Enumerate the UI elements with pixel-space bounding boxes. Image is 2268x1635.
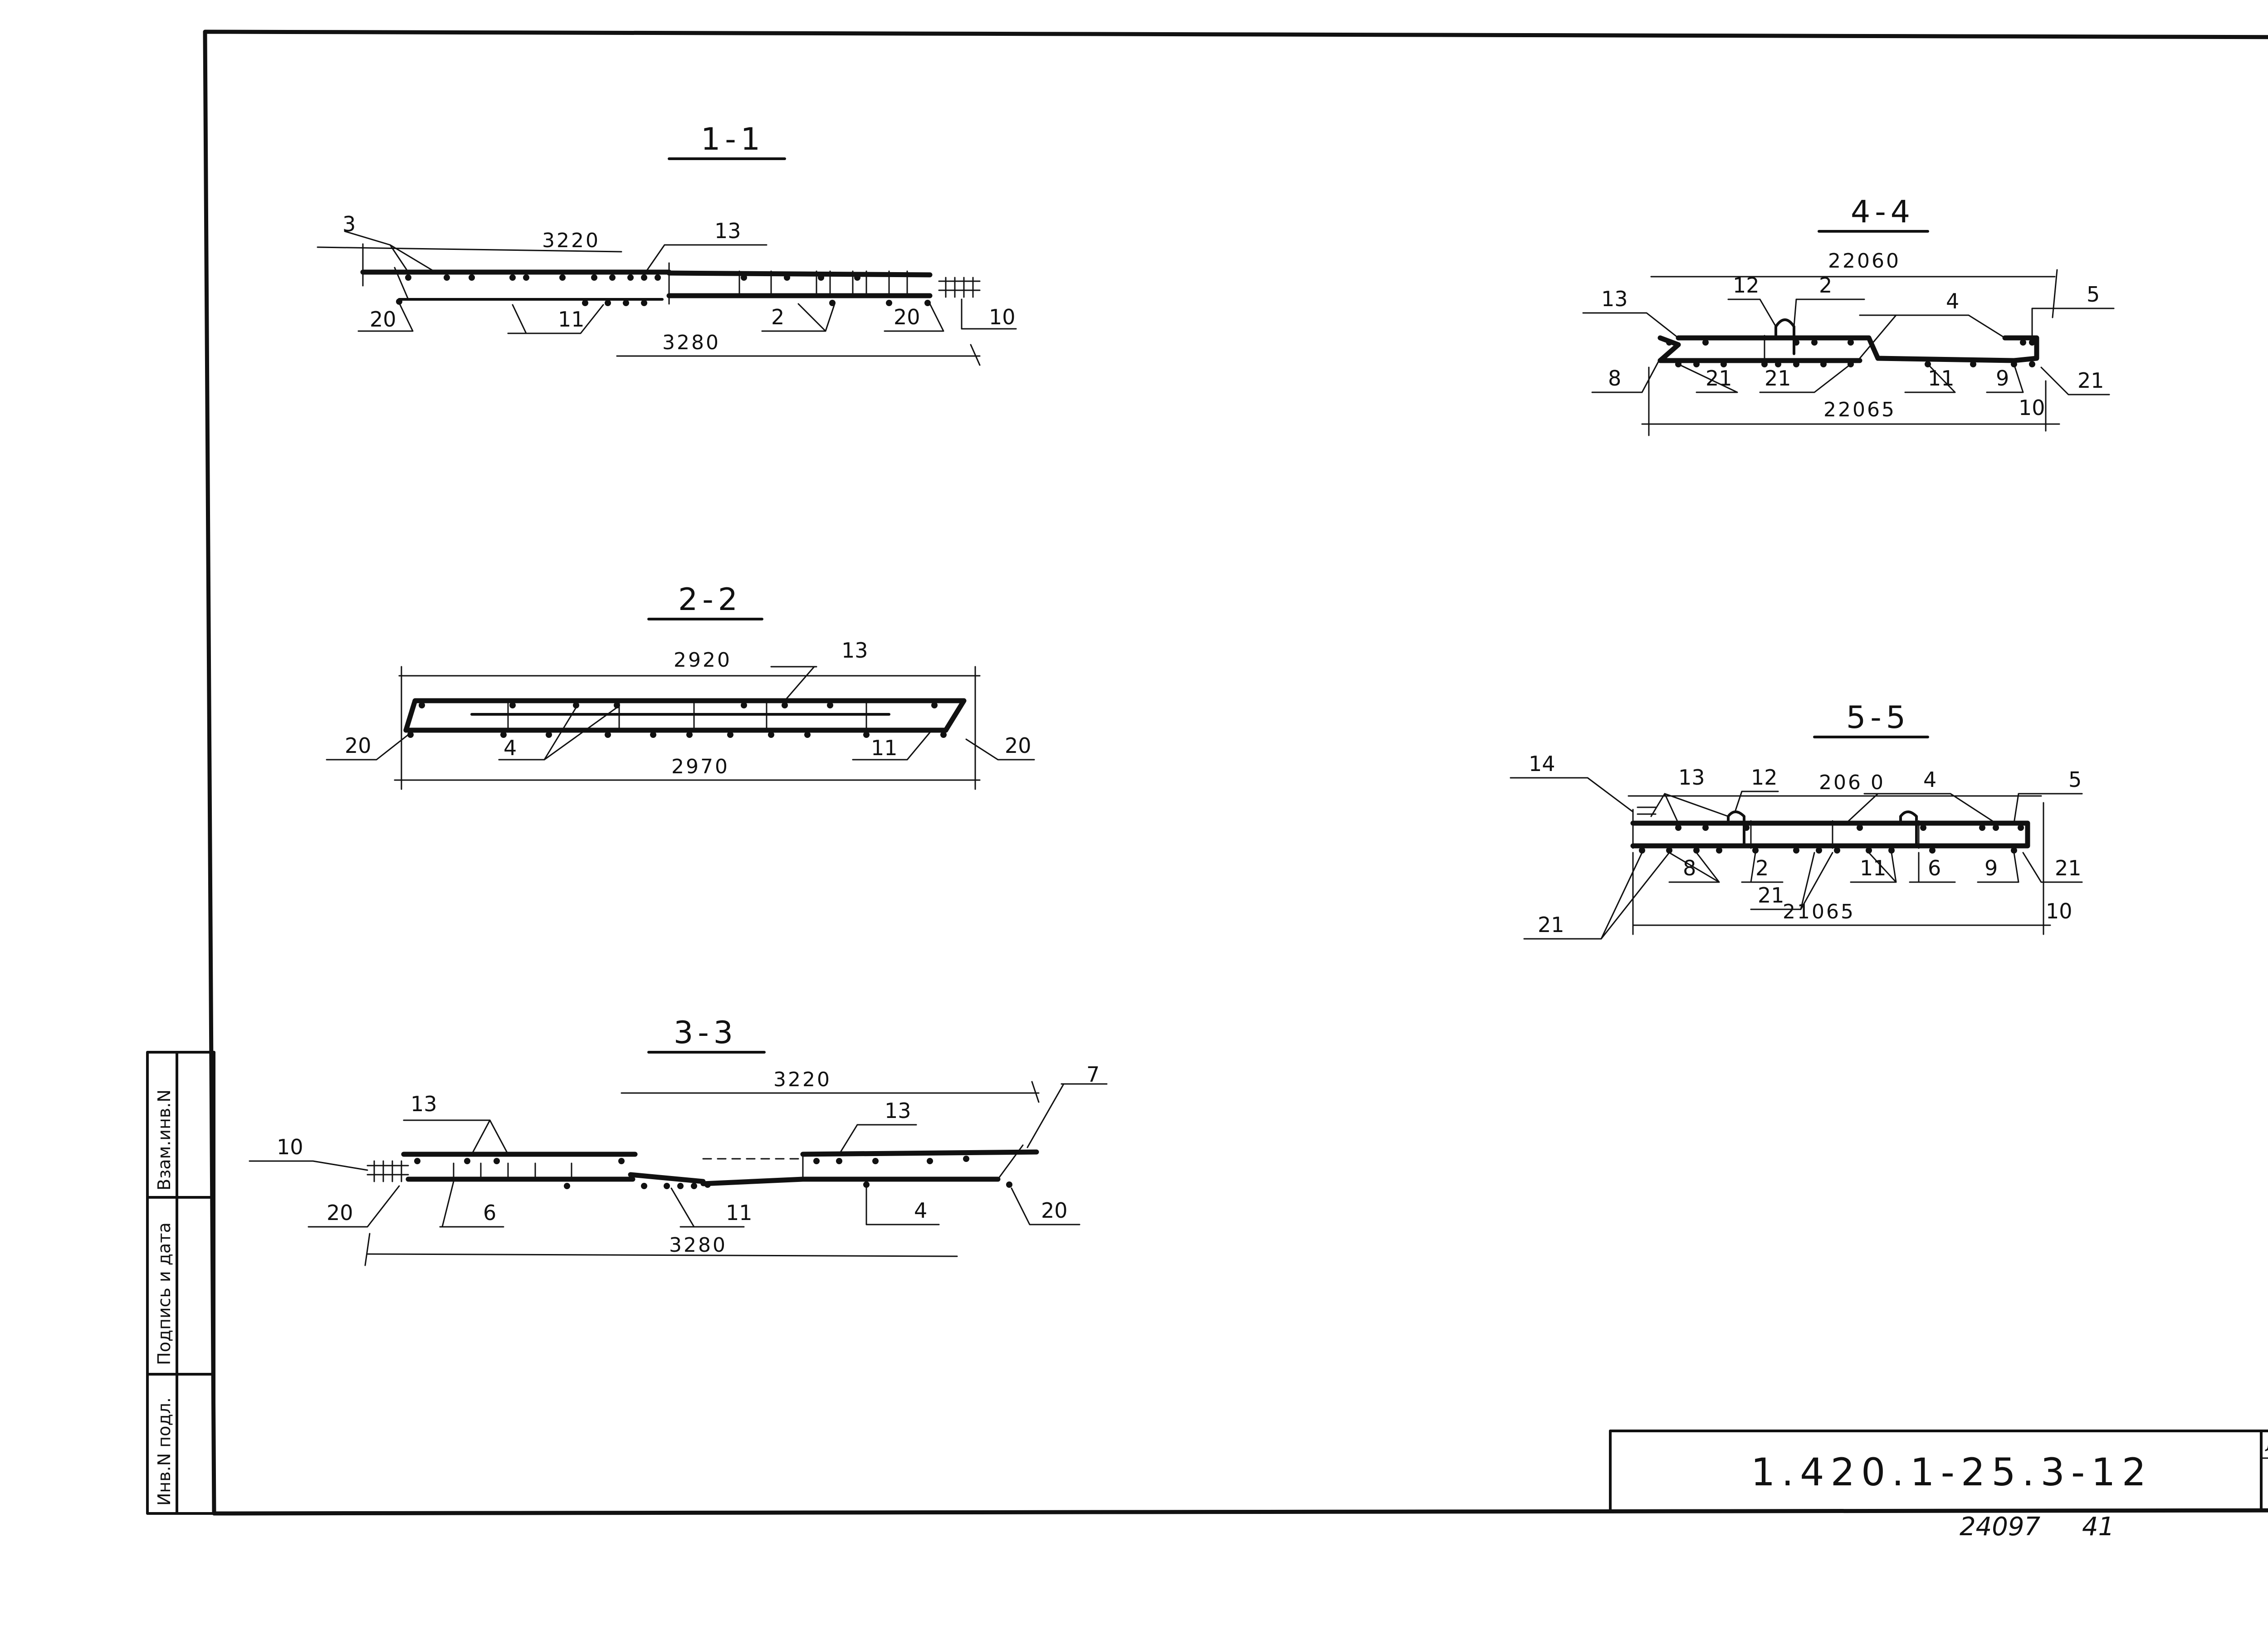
slab-bars xyxy=(1630,806,2030,854)
mark-20-left: 20 xyxy=(345,733,371,758)
mark-5: 5 xyxy=(2068,767,2082,792)
mark-10: 10 xyxy=(989,305,1016,329)
stamp-column: Инв.N подл. Подпись и дата Взам.инв.N xyxy=(146,1051,215,1515)
mark-12: 12 xyxy=(1733,273,1760,298)
mark-21-b: 21 xyxy=(1758,883,1784,908)
mark-11: 11 xyxy=(871,736,898,760)
section-title: 4-4 xyxy=(1851,194,1915,230)
mark-10: 10 xyxy=(277,1135,303,1159)
mark-12: 12 xyxy=(1751,765,1778,790)
slab-bars xyxy=(1657,318,2039,367)
mark-10: 10 xyxy=(2019,395,2045,420)
slab-bars xyxy=(360,262,981,306)
mark-20-right: 20 xyxy=(1005,733,1031,758)
mark-4: 4 xyxy=(503,736,517,760)
mark-13: 13 xyxy=(714,219,741,243)
mark-13-left: 13 xyxy=(411,1092,437,1116)
section-title: 3-3 xyxy=(674,1015,738,1051)
section-title: 1-1 xyxy=(701,122,765,157)
mark-11: 11 xyxy=(558,307,585,332)
dim-bottom: 22065 xyxy=(1823,398,1896,421)
slab-bars xyxy=(367,1144,1039,1189)
mark-20-right: 20 xyxy=(1041,1198,1068,1223)
mark-13-right: 13 xyxy=(885,1098,911,1123)
mark-11: 11 xyxy=(1928,366,1955,390)
sheet-frame xyxy=(203,29,2268,1516)
title-block: 1.420.1-25.3-12 Лист 2 24097 41 xyxy=(1609,1430,2268,1542)
mark-8: 8 xyxy=(1608,366,1621,390)
mark-10: 10 xyxy=(2046,899,2072,923)
section-title: 5-5 xyxy=(1846,700,1910,736)
mark-9: 9 xyxy=(1996,366,2009,390)
mark-20-left: 20 xyxy=(327,1201,353,1225)
mark-3: 3 xyxy=(342,212,356,236)
mark-13: 13 xyxy=(841,638,868,663)
stamp-inv-label: Инв.N подл. xyxy=(154,1397,174,1506)
mark-4: 4 xyxy=(1946,289,1959,313)
mark-2: 2 xyxy=(771,305,784,329)
mark-20-left: 20 xyxy=(370,307,396,332)
mark-20-right: 20 xyxy=(894,305,920,329)
mark-13: 13 xyxy=(1601,287,1628,311)
dim-top: 3220 xyxy=(542,229,600,252)
dim-bottom: 3280 xyxy=(662,331,720,354)
dim-bottom: 21065 xyxy=(1783,900,1855,923)
mark-2: 2 xyxy=(1755,856,1769,880)
archive-suffix: 41 xyxy=(2082,1512,2114,1542)
mark-21-c: 21 xyxy=(2077,368,2104,393)
mark-4: 4 xyxy=(1923,767,1936,792)
sheet-label: Лист xyxy=(2264,1435,2268,1455)
mark-6: 6 xyxy=(1928,856,1941,880)
mark-2: 2 xyxy=(1819,273,1832,298)
section-3-3: 3-3 3220 xyxy=(249,1015,1108,1266)
dim-top: 3220 xyxy=(773,1068,831,1091)
dim-top: 206 0 xyxy=(1819,771,1885,794)
section-5-5: 5-5 206 0 14 xyxy=(1510,700,2083,940)
mark-21-c: 21 xyxy=(2055,856,2082,880)
mark-9: 9 xyxy=(1984,856,1998,880)
mark-7: 7 xyxy=(1086,1062,1100,1087)
mark-5: 5 xyxy=(2087,282,2100,307)
stamp-signature-label: Подпись и дата xyxy=(154,1222,174,1365)
dim-bottom: 2970 xyxy=(671,755,729,778)
mark-21-a: 21 xyxy=(1538,913,1564,937)
mark-14: 14 xyxy=(1529,752,1555,776)
section-4-4: 4-4 22060 13 12 2 xyxy=(1582,194,2115,436)
mark-4: 4 xyxy=(914,1198,927,1223)
document-code: 1.420.1-25.3-12 xyxy=(1751,1450,2152,1494)
dim-top: 22060 xyxy=(1828,249,1901,273)
archive-number: 24097 xyxy=(1960,1512,2041,1542)
mark-21-a: 21 xyxy=(1706,366,1732,390)
mark-8: 8 xyxy=(1683,856,1696,880)
section-2-2: 2-2 2920 13 20 xyxy=(326,582,1035,790)
stamp-replace-label: Взам.инв.N xyxy=(154,1089,174,1191)
mark-6: 6 xyxy=(483,1201,496,1225)
dim-top: 2920 xyxy=(674,649,732,672)
dim-bottom: 3280 xyxy=(669,1234,727,1257)
section-1-1: 1-1 3220 xyxy=(317,122,1017,366)
slab-bars xyxy=(403,698,967,738)
mark-13: 13 xyxy=(1678,765,1705,790)
mark-21-b: 21 xyxy=(1765,366,1791,390)
section-title: 2-2 xyxy=(678,582,742,618)
mark-11: 11 xyxy=(1860,856,1887,880)
mark-11: 11 xyxy=(726,1201,753,1225)
